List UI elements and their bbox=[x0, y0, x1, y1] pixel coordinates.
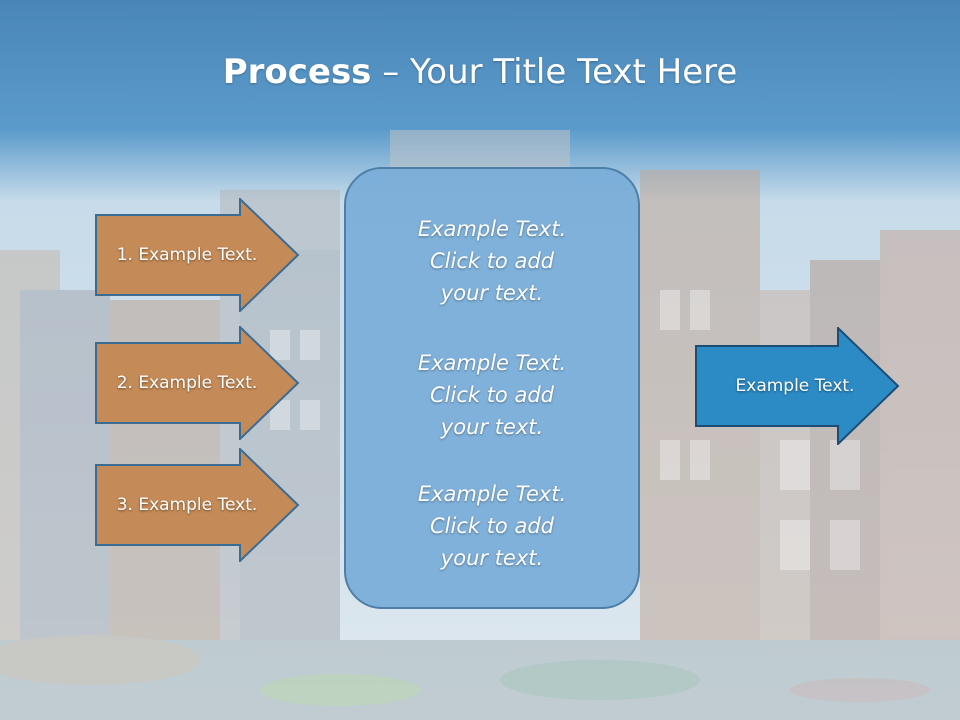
block-line: Example Text. bbox=[417, 351, 567, 375]
slide-title: Process – Your Title Text Here bbox=[0, 52, 960, 92]
output-label: Example Text. bbox=[735, 376, 855, 396]
block-line: your text. bbox=[440, 546, 544, 570]
block-line: Click to add bbox=[429, 249, 554, 273]
center-text-box[interactable]: Example Text. Click to add your text. Ex… bbox=[344, 167, 640, 609]
block-line: Click to add bbox=[429, 514, 554, 538]
step-label: 1. Example Text. bbox=[116, 245, 258, 265]
step-arrow-2: 2. Example Text. bbox=[95, 326, 300, 440]
arrow-shape bbox=[95, 448, 300, 562]
block-line: Example Text. bbox=[417, 482, 567, 506]
arrow-shape bbox=[95, 326, 300, 440]
title-rest: – Your Title Text Here bbox=[371, 52, 738, 92]
title-bold: Process bbox=[222, 52, 372, 92]
output-arrow: Example Text. bbox=[695, 327, 900, 445]
text-block-3: Example Text. Click to add your text. bbox=[346, 478, 638, 574]
block-line: Example Text. bbox=[417, 217, 567, 241]
text-block-1: Example Text. Click to add your text. bbox=[346, 213, 638, 309]
block-line: your text. bbox=[440, 415, 544, 439]
block-line: your text. bbox=[440, 281, 544, 305]
step-label: 3. Example Text. bbox=[116, 495, 258, 515]
step-label: 2. Example Text. bbox=[116, 373, 258, 393]
text-block-2: Example Text. Click to add your text. bbox=[346, 347, 638, 443]
arrow-shape bbox=[95, 198, 300, 312]
step-arrow-3: 3. Example Text. bbox=[95, 448, 300, 562]
arrow-shape bbox=[695, 327, 900, 445]
step-arrow-1: 1. Example Text. bbox=[95, 198, 300, 312]
block-line: Click to add bbox=[429, 383, 554, 407]
